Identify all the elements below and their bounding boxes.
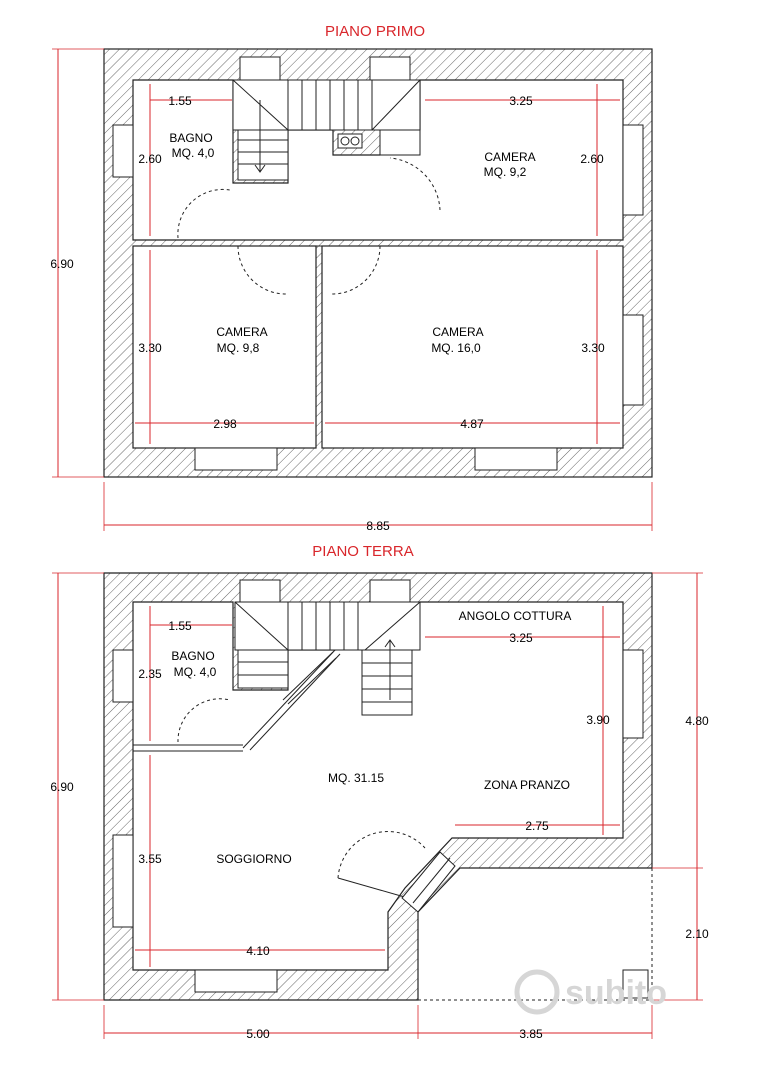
upper-window-top-1 (239, 56, 281, 81)
watermark-text: subito (565, 974, 667, 1012)
upper-room-camera-b-name: CAMERA (216, 325, 267, 339)
upper-dim-camera-c-w: 4.87 (460, 417, 484, 431)
upper-dim-camera-c-h: 3.30 (581, 341, 605, 355)
ground-window-top-1 (239, 579, 281, 603)
ground-dim-soggiorno-w: 4.10 (246, 944, 270, 958)
ground-door-leaf (337, 877, 409, 899)
ground-window-bottom-1 (194, 969, 278, 993)
upper-room-camera-a-area: MQ. 9,2 (484, 165, 527, 179)
ground-room-bagno-name: BAGNO (171, 649, 214, 663)
ground-diagonal-wall-2 (249, 653, 341, 751)
ground-floor-title: PIANO TERRA (312, 543, 413, 560)
ground-floor-plan: PIANO TERRA (50, 543, 709, 1041)
upper-room-camera-a-name: CAMERA (484, 150, 535, 164)
upper-dim-camera-b-h: 3.30 (138, 341, 162, 355)
upper-door-swing-camera-b (237, 245, 289, 295)
ground-room-pranzo-name: ZONA PRANZO (484, 778, 570, 792)
ground-dim-pranzo-w: 2.75 (525, 819, 549, 833)
upper-window-right-2 (622, 314, 644, 406)
upper-window-right-1 (622, 124, 644, 216)
ground-entrance-door (401, 851, 456, 913)
ground-dim-cottura-h: 3.90 (586, 713, 610, 727)
ground-dim-bagno-w: 1.55 (168, 619, 192, 633)
upper-room-camera-c (321, 245, 624, 449)
upper-room-camera-b-area: MQ. 9,8 (217, 341, 260, 355)
upper-dim-bagno-w: 1.55 (168, 94, 192, 108)
upper-window-bottom-1 (194, 447, 278, 471)
upper-dim-bagno-h: 2.60 (138, 152, 162, 166)
ground-room-soggiorno-name: SOGGIORNO (216, 852, 291, 866)
ground-main-space (132, 601, 624, 971)
subito-logo-icon (514, 969, 560, 1015)
ground-window-left-1 (112, 649, 134, 703)
upper-room-bagno-area: MQ. 4,0 (172, 146, 215, 160)
upper-room-camera-c-name: CAMERA (432, 325, 483, 339)
watermark: subito (514, 969, 667, 1015)
ground-sliding-door (282, 651, 334, 701)
ground-window-right-1 (622, 649, 644, 739)
upper-window-bottom-2 (474, 447, 558, 471)
ground-room-cottura-name: ANGOLO COTTURA (459, 609, 572, 623)
ground-dim-cottura-w: 3.25 (509, 631, 533, 645)
upper-window-top-2 (369, 56, 411, 81)
upper-window-left-1 (112, 124, 134, 178)
upper-dim-total-h: 6.90 (50, 257, 74, 271)
ground-dim-right-top: 4.80 (685, 714, 709, 728)
upper-floor-plan: PIANO PRIMO (50, 23, 653, 533)
upper-room-camera-c-area: MQ. 16,0 (431, 341, 481, 355)
upper-dim-camera-b-w: 2.98 (213, 417, 237, 431)
ground-window-left-2 (112, 834, 134, 928)
ground-dim-bottom-right: 3.85 (519, 1027, 543, 1041)
upper-room-bagno-name: BAGNO (169, 131, 212, 145)
ground-window-top-2 (369, 579, 411, 603)
ground-portico-pillar (622, 969, 649, 999)
ground-dim-total-h: 6.90 (50, 780, 74, 794)
upper-floor-title: PIANO PRIMO (325, 23, 425, 40)
upper-dim-total-w: 8.85 (366, 519, 390, 533)
ground-dim-soggiorno-h: 3.55 (138, 852, 162, 866)
ground-room-bagno-area: MQ. 4,0 (174, 665, 217, 679)
ground-staircase (234, 601, 421, 716)
ground-dim-right-bottom: 2.10 (685, 927, 709, 941)
upper-door-swing-camera-c (329, 245, 381, 295)
ground-diagonal-wall (242, 649, 336, 749)
upper-dim-camera-a-w: 3.25 (509, 94, 533, 108)
upper-staircase (232, 79, 421, 181)
ground-room-main-area: MQ. 31.15 (328, 771, 384, 785)
ground-door-swing-bagno (177, 698, 231, 743)
upper-dim-camera-a-h: 2.60 (580, 152, 604, 166)
ground-dim-bagno-h: 2.35 (138, 667, 162, 681)
ground-dim-bottom-left: 5.00 (246, 1027, 270, 1041)
